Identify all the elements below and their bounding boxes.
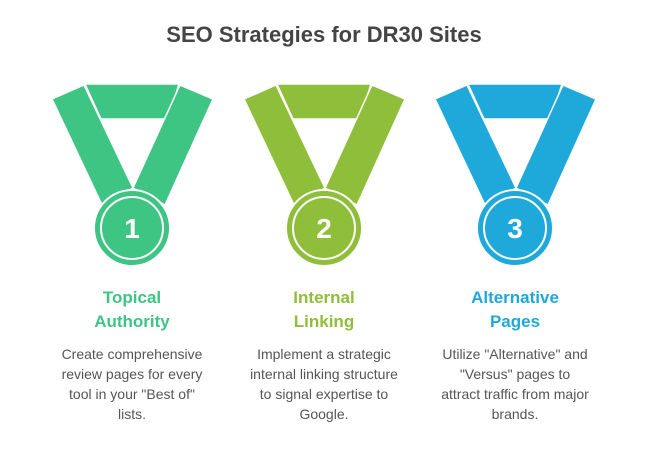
- ribbon-right-strap: [515, 84, 598, 207]
- medal-number: 1: [124, 213, 140, 244]
- strategy-description: Implement a strategic internal linking s…: [250, 346, 398, 422]
- medal-number: 3: [507, 213, 523, 244]
- medal-ring: [483, 196, 547, 260]
- ribbon-band: [275, 83, 373, 120]
- medal-number: 2: [316, 213, 332, 244]
- medal-icon: 3: [433, 83, 598, 267]
- page-title: SEO Strategies for DR30 Sites: [166, 22, 482, 47]
- ribbon-band: [83, 83, 181, 120]
- medal-disc: [93, 189, 171, 267]
- ribbon-right-strap: [324, 84, 407, 207]
- medal-icon: 1: [50, 83, 215, 267]
- medal-ring: [292, 196, 356, 260]
- ribbon-right-strap: [132, 84, 215, 207]
- medal-ring: [100, 196, 164, 260]
- strategy-description: Utilize "Alternative" and "Versus" pages…: [441, 346, 589, 422]
- strategy-description: Create comprehensive review pages for ev…: [61, 346, 203, 422]
- medal-icon: 2: [242, 83, 407, 267]
- medal-disc: [476, 189, 554, 267]
- medal-disc: [285, 189, 363, 267]
- ribbon-band: [466, 83, 564, 120]
